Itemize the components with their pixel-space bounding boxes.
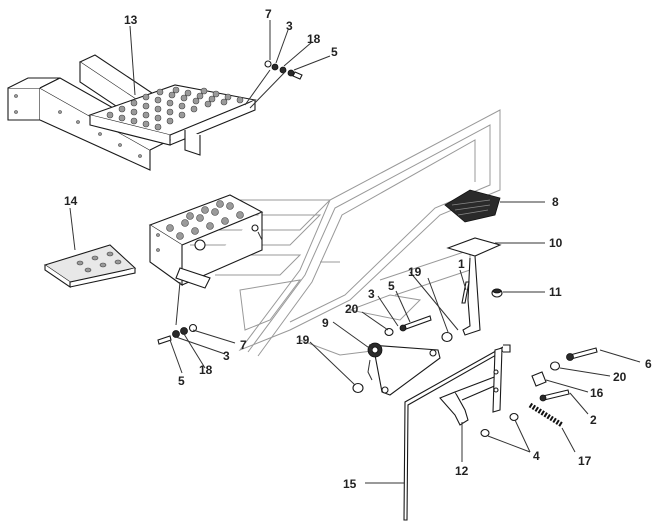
cab-outline bbox=[190, 109, 501, 357]
fasteners-right bbox=[480, 347, 598, 438]
callout-19-mid: 19 bbox=[408, 265, 422, 279]
step-box bbox=[148, 194, 264, 289]
callout-4: 4 bbox=[533, 449, 540, 463]
callout-3-left: 3 bbox=[223, 349, 230, 363]
frame-bolt-holes bbox=[14, 94, 142, 158]
step-frame-part-13 bbox=[7, 54, 257, 171]
bumper-part-11 bbox=[491, 288, 503, 298]
callout-20-right: 20 bbox=[613, 370, 627, 384]
callout-19-lower: 19 bbox=[296, 333, 310, 347]
bracket-part-12 bbox=[439, 347, 503, 426]
tread-holes bbox=[106, 86, 244, 131]
callout-11: 11 bbox=[549, 285, 562, 299]
callout-2: 2 bbox=[590, 413, 597, 427]
washer-lower bbox=[352, 382, 364, 394]
callout-16: 16 bbox=[590, 386, 604, 400]
callout-3-top: 3 bbox=[286, 19, 293, 33]
rod-part-15 bbox=[403, 344, 511, 521]
callout-labels: 13 7 3 18 5 14 8 10 1 19 5 11 3 20 9 19 … bbox=[64, 7, 652, 491]
bolt-and-washers-middle bbox=[384, 315, 453, 343]
callout-14: 14 bbox=[64, 194, 78, 208]
callout-1: 1 bbox=[458, 257, 465, 271]
callout-13: 13 bbox=[124, 13, 138, 27]
leader-lines bbox=[69, 20, 641, 484]
pedal-pad-part-8 bbox=[444, 189, 501, 223]
pedal-arm-part-10 bbox=[446, 237, 502, 336]
callout-8: 8 bbox=[552, 195, 559, 209]
callout-18-top: 18 bbox=[307, 32, 321, 46]
callout-6: 6 bbox=[645, 357, 652, 371]
callout-17: 17 bbox=[578, 454, 592, 468]
callout-18-left: 18 bbox=[199, 363, 213, 377]
callout-15: 15 bbox=[343, 477, 357, 491]
callout-5-mid: 5 bbox=[388, 279, 395, 293]
callout-7-left: 7 bbox=[240, 338, 247, 352]
callout-7-top: 7 bbox=[265, 7, 272, 21]
callout-12: 12 bbox=[455, 464, 469, 478]
callout-20-mid: 20 bbox=[345, 302, 359, 316]
tread-plate-part-14 bbox=[43, 244, 137, 289]
callout-9: 9 bbox=[322, 316, 329, 330]
callout-5-top: 5 bbox=[331, 45, 338, 59]
fastener-set-left bbox=[157, 323, 198, 345]
link-part-9 bbox=[367, 342, 441, 396]
callout-5-left: 5 bbox=[178, 374, 185, 388]
callout-3-mid: 3 bbox=[368, 287, 375, 301]
pin-part-1 bbox=[461, 281, 470, 304]
callout-10: 10 bbox=[549, 236, 563, 250]
fastener-set-top bbox=[264, 60, 303, 80]
